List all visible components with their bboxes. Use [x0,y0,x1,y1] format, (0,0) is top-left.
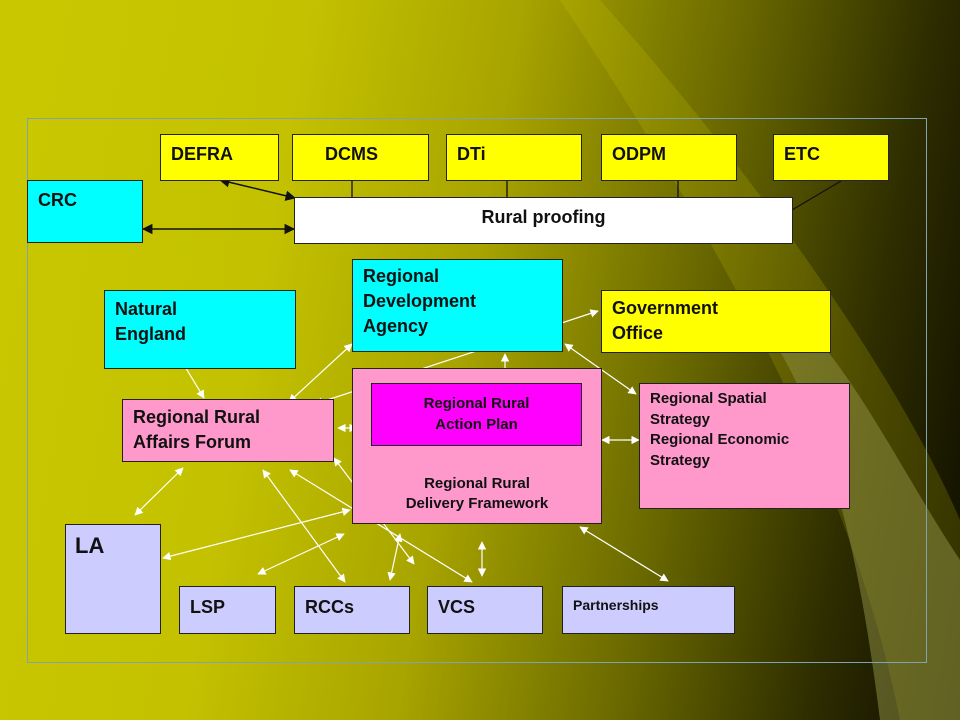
strategies-line-3: Regional Economic [650,431,790,449]
natural-england-line-2: England [115,323,186,344]
rraf-box: Regional Rural Affairs Forum [122,399,334,462]
dti-box: DTi [446,134,582,181]
dcms-label: DCMS [325,144,378,164]
etc-box: ETC [773,134,889,181]
lsp-label: LSP [190,597,226,617]
strategies-line-1: Regional Spatial [650,390,767,407]
odpm-box: ODPM [601,134,737,181]
dti-label: DTi [457,144,486,164]
rccs-label: RCCs [305,597,355,617]
rrap-line-2: Action Plan [435,416,518,433]
government-office-line-1: Government [612,298,719,318]
rraf-line-2: Affairs Forum [133,431,252,452]
etc-label: ETC [784,144,820,164]
rrdf-line-1: Regional Rural [424,475,530,492]
diagram-frame [27,118,927,663]
strategies-box: Regional Spatial Strategy Regional Econo… [639,383,850,509]
partnerships-label: Partnerships [573,597,659,613]
la-box: LA [65,524,161,634]
rural-proofing-label: Rural proofing [481,207,606,227]
partnerships-box: Partnerships [562,586,735,634]
rrap-line-1: Regional Rural [423,395,530,412]
dcms-box: DCMS [292,134,429,181]
crc-label: CRC [38,190,77,210]
defra-label: DEFRA [171,144,233,164]
rraf-line-1: Regional Rural [133,407,261,427]
rda-line-2: Development [363,290,477,311]
rda-line-3: Agency [363,315,429,336]
crc-box: CRC [27,180,143,243]
natural-england-line-1: Natural [115,299,178,319]
odpm-label: ODPM [612,144,666,164]
government-office-line-2: Office [612,322,664,343]
strategies-line-4: Strategy [650,452,711,470]
la-label: LA [75,533,105,558]
rda-box: Regional Development Agency [352,259,563,352]
rrdf-line-2: Delivery Framework [405,495,549,513]
strategies-line-2: Strategy [650,410,711,428]
government-office-box: Government Office [601,290,831,353]
natural-england-box: Natural England [104,290,296,369]
rural-proofing-box: Rural proofing [294,197,793,244]
vcs-label: VCS [438,597,476,617]
defra-box: DEFRA [160,134,279,181]
vcs-box: VCS [427,586,543,634]
rrap-box: Regional Rural Action Plan [371,383,582,446]
rccs-box: RCCs [294,586,410,634]
rda-line-1: Regional [363,266,440,286]
lsp-box: LSP [179,586,276,634]
